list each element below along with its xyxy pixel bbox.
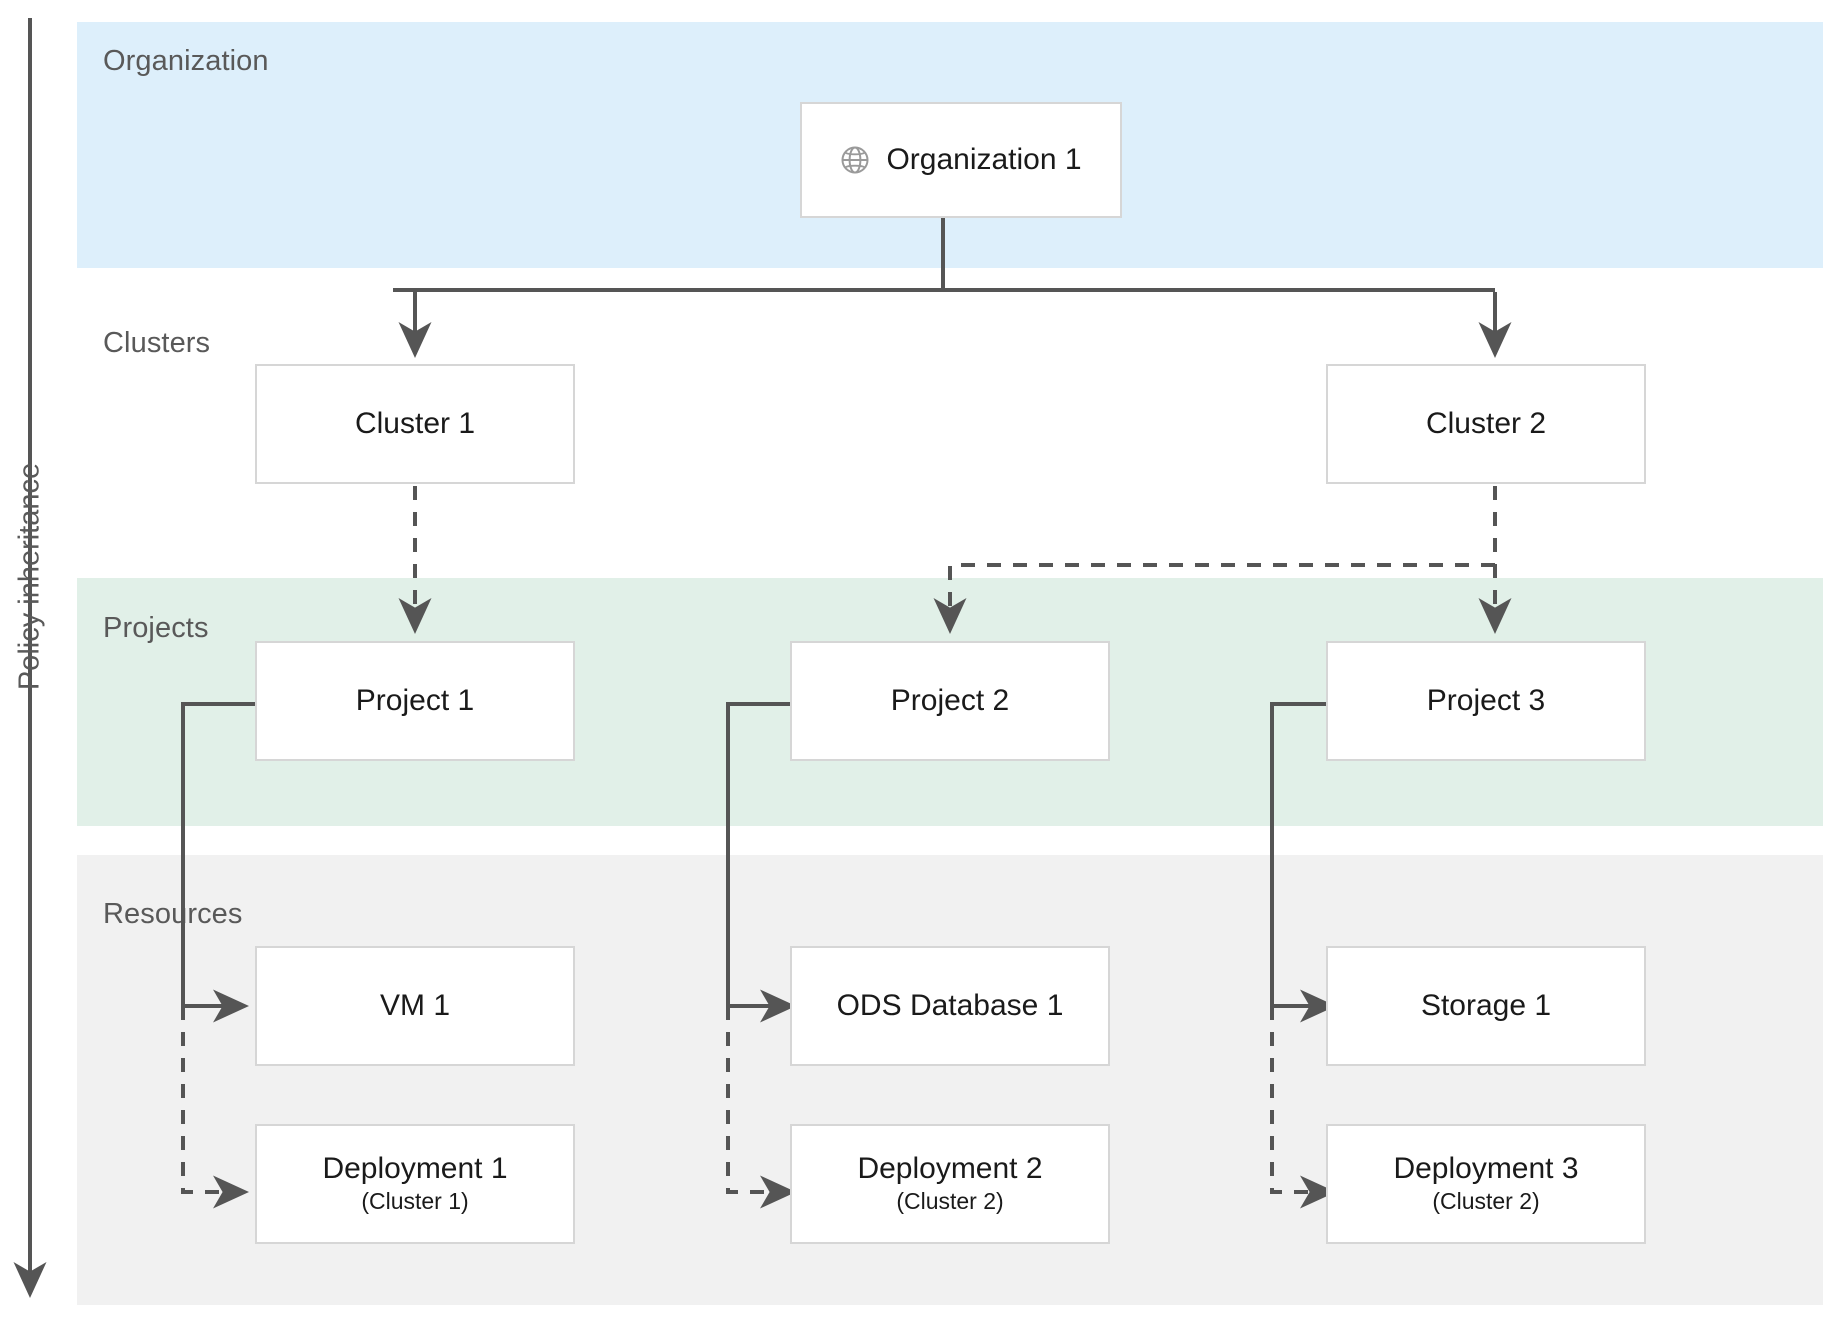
node-title: ODS Database 1	[836, 988, 1064, 1022]
band-label-projects: Projects	[103, 612, 209, 644]
node-cluster-2[interactable]: Cluster 2	[1326, 364, 1646, 484]
policy-inheritance-label: Policy inheritance	[13, 462, 46, 691]
node-title: Cluster 1	[354, 406, 476, 440]
node-deployment-2[interactable]: Deployment 2 (Cluster 2)	[790, 1124, 1110, 1244]
node-title: Storage 1	[1420, 988, 1552, 1022]
node-project-1[interactable]: Project 1	[255, 641, 575, 761]
node-storage-1[interactable]: Storage 1	[1326, 946, 1646, 1066]
node-organization-1[interactable]: Organization 1	[800, 102, 1122, 218]
node-deployment-1[interactable]: Deployment 1 (Cluster 1)	[255, 1124, 575, 1244]
node-project-2[interactable]: Project 2	[790, 641, 1110, 761]
node-title: Organization 1	[886, 142, 1082, 176]
node-title: Deployment 3	[1393, 1151, 1579, 1185]
node-title: Deployment 1	[322, 1151, 508, 1185]
node-deployment-3[interactable]: Deployment 3 (Cluster 2)	[1326, 1124, 1646, 1244]
node-title: Cluster 2	[1425, 406, 1547, 440]
band-label-clusters: Clusters	[103, 327, 211, 359]
node-ods-database-1[interactable]: ODS Database 1	[790, 946, 1110, 1066]
node-title: Project 3	[1426, 683, 1546, 717]
node-subtitle: (Cluster 2)	[896, 1188, 1004, 1215]
node-subtitle: (Cluster 1)	[361, 1188, 469, 1215]
node-title: VM 1	[379, 988, 451, 1022]
node-cluster-1[interactable]: Cluster 1	[255, 364, 575, 484]
node-subtitle: (Cluster 2)	[1432, 1188, 1540, 1215]
node-title: Deployment 2	[857, 1151, 1043, 1185]
node-project-3[interactable]: Project 3	[1326, 641, 1646, 761]
node-title: Project 1	[355, 683, 475, 717]
band-label-organization: Organization	[103, 45, 269, 77]
node-vm-1[interactable]: VM 1	[255, 946, 575, 1066]
band-label-resources: Resources	[103, 898, 243, 930]
globe-icon	[841, 146, 869, 174]
node-title: Project 2	[890, 683, 1010, 717]
